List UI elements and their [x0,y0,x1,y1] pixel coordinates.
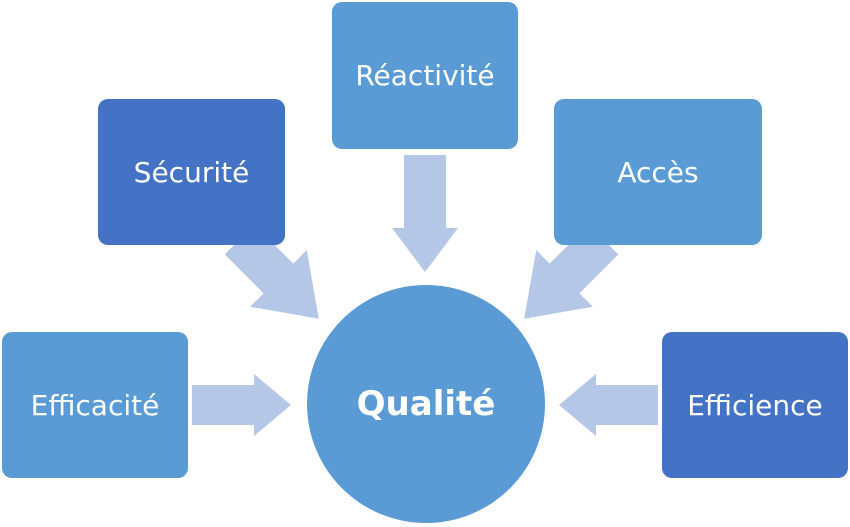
box-efficacite-label: Efficacité [30,388,160,422]
box-efficacite: Efficacité [2,332,188,478]
box-acces-label: Accès [617,155,699,189]
box-efficience-label: Efficience [687,388,823,422]
box-efficience: Efficience [662,332,848,478]
box-securite: Sécurité [98,99,285,245]
center-circle-qualite: Qualité [307,285,545,523]
box-securite-label: Sécurité [133,155,250,189]
box-reactivite: Réactivité [332,2,518,149]
arrow-efficience [559,374,658,436]
arrow-acces [524,224,619,319]
arrow-reactivite [392,155,458,272]
arrow-efficacite [192,374,291,436]
box-reactivite-label: Réactivité [355,59,495,92]
center-label: Qualité [356,384,496,424]
box-acces: Accès [554,99,762,245]
arrow-securite [224,224,319,319]
